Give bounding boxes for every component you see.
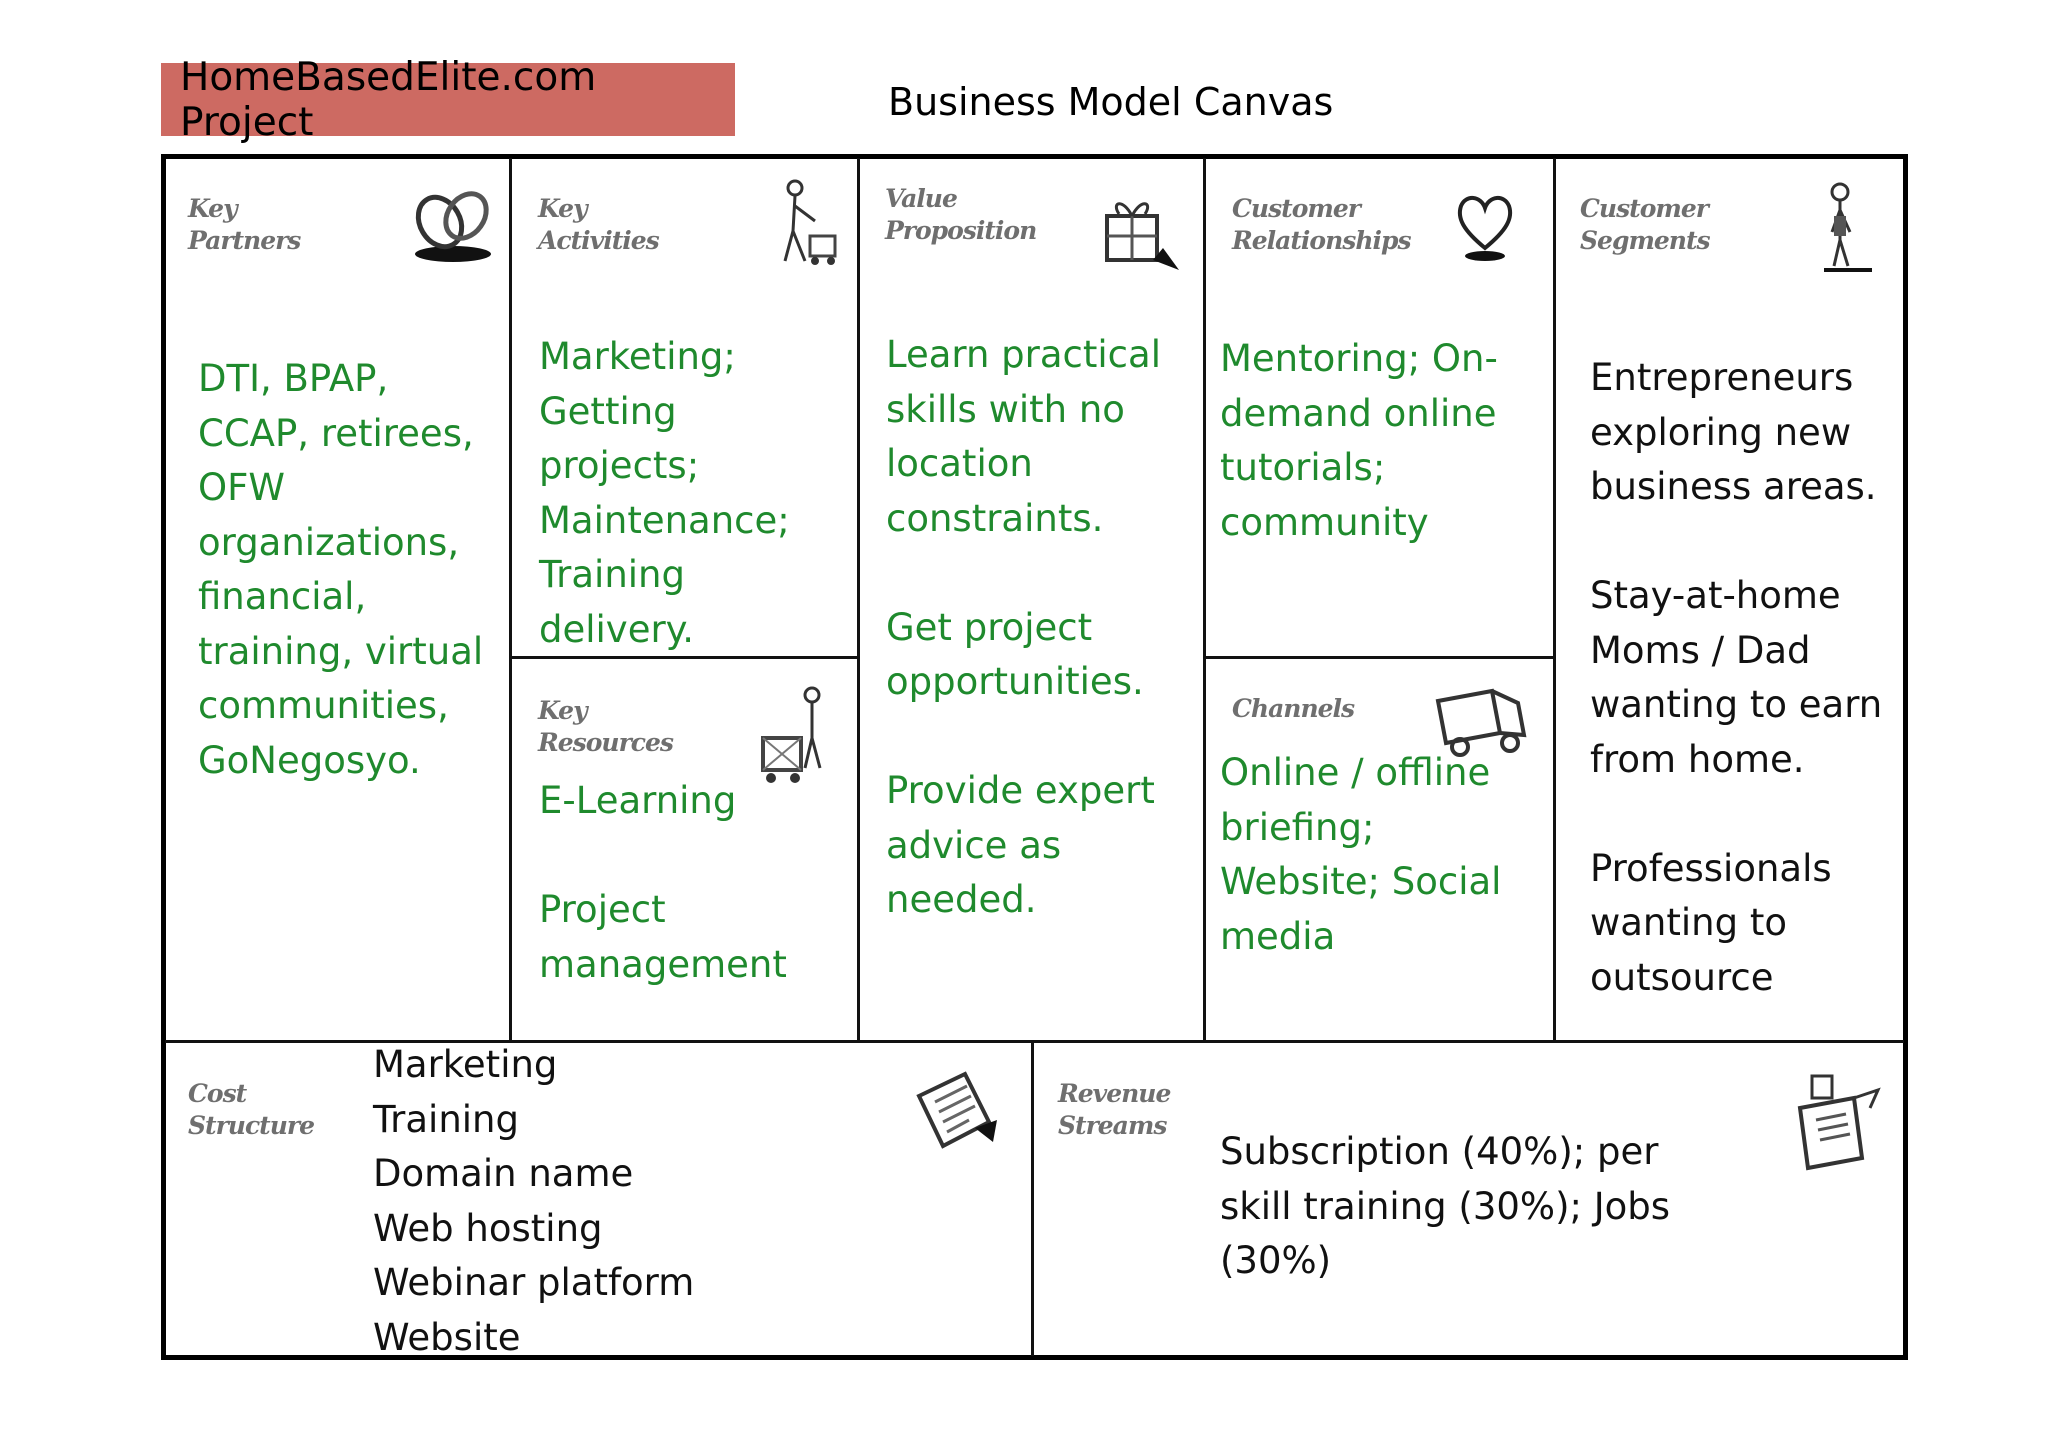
- customer-relationships-text: Mentoring; On- demand online tutorials; …: [1220, 337, 1498, 544]
- channels-text: Online / offline briefing; Website; Soci…: [1220, 751, 1502, 958]
- revenue-streams-text: Subscription (40%); per skill training (…: [1220, 1130, 1671, 1282]
- revenue-streams-label: Revenue Streams: [1058, 1079, 1171, 1140]
- divider-top-bottom: [165, 1040, 1904, 1043]
- key-activities-text: Marketing; Getting projects; Maintenance…: [539, 335, 790, 651]
- customer-segments-label: Customer Segments: [1580, 194, 1711, 255]
- delivery-truck-icon: [1435, 688, 1527, 757]
- customer-segments-text: Entrepreneurs exploring new business are…: [1590, 356, 1883, 999]
- worker-with-crate-icon: [761, 686, 822, 783]
- key-activities-label: Key Activities: [538, 194, 660, 255]
- channels-label: Channels: [1232, 694, 1355, 723]
- divider-relationships-segments: [1553, 158, 1556, 1043]
- divider-partners-activities: [509, 158, 512, 1043]
- project-title-box: HomeBasedElite.com Project: [161, 55, 735, 145]
- key-resources-label: Key Resources: [538, 696, 674, 757]
- divider-activities-resources: [509, 656, 860, 659]
- cost-structure-text: Marketing Training Domain name Web hosti…: [373, 1043, 695, 1359]
- value-proposition-label: Value Proposition: [885, 184, 1037, 245]
- key-partners-label: Key Partners: [188, 194, 301, 255]
- worker-with-cart-icon: [783, 179, 837, 265]
- key-partners-text: DTI, BPAP, CCAP, retirees, OFW organizat…: [198, 357, 484, 782]
- heart-icon: [1457, 196, 1513, 261]
- cost-structure-label: Cost Structure: [188, 1079, 315, 1140]
- customer-relationships-label: Customer Relationships: [1232, 194, 1412, 255]
- chain-links-icon: [415, 191, 491, 262]
- value-proposition-text: Learn practical skills with no location …: [886, 333, 1161, 921]
- standing-person-icon: [1824, 182, 1872, 272]
- divider-activities-value: [857, 158, 860, 1043]
- cash-register-icon: [1797, 1074, 1881, 1171]
- project-title: HomeBasedElite.com Project: [180, 54, 597, 145]
- canvas-title: Business Model Canvas: [888, 80, 1334, 124]
- divider-relationships-channels: [1203, 656, 1556, 659]
- canvas-frame: [161, 154, 1908, 1360]
- divider-value-relationships: [1203, 158, 1206, 1043]
- key-resources-text: E-Learning Project management: [539, 779, 787, 986]
- divider-cost-revenue: [1031, 1040, 1034, 1356]
- receipt-icon: [916, 1071, 997, 1149]
- gift-box-icon: [1105, 202, 1179, 270]
